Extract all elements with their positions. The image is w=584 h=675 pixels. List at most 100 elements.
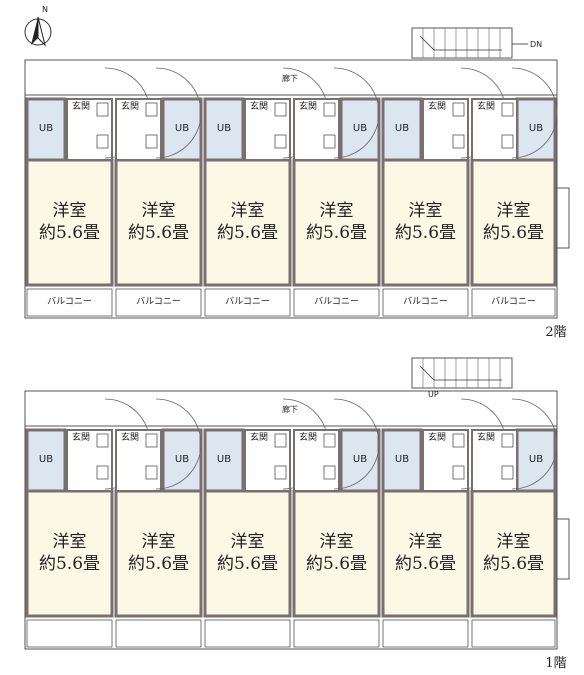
ub-label: UB <box>395 454 409 465</box>
stove-icon <box>96 465 109 480</box>
bay-window <box>556 187 570 249</box>
unit-bath <box>203 97 245 162</box>
balcony-label: バルコニー <box>225 296 270 307</box>
room-name-label: 洋室 <box>53 201 87 221</box>
genkan-label: 玄関 <box>477 431 495 443</box>
bay-window <box>556 518 570 580</box>
balcony-label: バルコニー <box>136 296 181 307</box>
balcony-area <box>115 288 202 317</box>
room-name-label: 洋室 <box>142 201 176 221</box>
unit-bath <box>25 97 67 162</box>
genkan-label: 玄関 <box>72 100 90 112</box>
balcony-label: バルコニー <box>47 296 92 307</box>
ub-label: UB <box>395 123 409 134</box>
balcony-area <box>471 288 556 317</box>
sink-icon <box>452 102 465 117</box>
room-size-label: 約5.6畳 <box>483 554 544 574</box>
balcony-area <box>26 619 113 648</box>
room-name-label: 洋室 <box>320 532 354 552</box>
genkan-label: 玄関 <box>299 100 317 112</box>
room-area <box>381 489 470 618</box>
balcony-area <box>204 288 291 317</box>
floor-1: 廊下DNUB玄関洋室約5.6畳バルコニーUB玄関洋室約5.6畳バルコニーUB玄関… <box>24 27 570 340</box>
sink-icon <box>452 433 465 448</box>
stove-icon <box>274 134 287 149</box>
sink-icon <box>274 102 287 117</box>
stair-label: UP <box>428 390 439 399</box>
ub-label: UB <box>529 454 543 465</box>
room-area <box>203 158 292 287</box>
ub-label: UB <box>529 123 543 134</box>
stair-outline <box>411 27 513 59</box>
genkan-label: 玄関 <box>428 431 446 443</box>
door-swing-icon <box>155 398 202 490</box>
stove-icon <box>501 134 514 149</box>
ub-label: UB <box>217 454 231 465</box>
balcony-area <box>382 288 469 317</box>
door-swing-icon <box>511 398 558 490</box>
ub-label: UB <box>39 123 53 134</box>
room-name-label: 洋室 <box>409 201 443 221</box>
genkan-label: 玄関 <box>250 431 268 443</box>
stair-arrow-icon <box>419 365 502 381</box>
floor-label: 1階 <box>545 656 566 671</box>
floor-2: 廊下UPUB玄関洋室約5.6畳UB玄関洋室約5.6畳UB玄関洋室約5.6畳UB玄… <box>24 357 570 671</box>
sink-icon <box>274 433 287 448</box>
stair-arrow-icon <box>419 35 502 51</box>
north-label: N <box>42 5 48 14</box>
room-area <box>25 489 114 618</box>
room-name-label: 洋室 <box>497 532 531 552</box>
room-size-label: 約5.6畳 <box>39 223 100 243</box>
room-size-label: 約5.6畳 <box>128 223 189 243</box>
room-area <box>292 158 381 287</box>
room-area <box>292 489 381 618</box>
stove-icon <box>323 134 336 149</box>
sink-icon <box>96 102 109 117</box>
stove-icon <box>96 134 109 149</box>
genkan-label: 玄関 <box>72 431 90 443</box>
ub-label: UB <box>353 454 367 465</box>
sink-icon <box>145 433 158 448</box>
room-name-label: 洋室 <box>231 201 265 221</box>
stove-icon <box>323 465 336 480</box>
door-swing-icon <box>155 67 202 159</box>
ub-label: UB <box>217 123 231 134</box>
unit-bath <box>381 428 423 493</box>
stair-outline <box>411 357 513 389</box>
ub-label: UB <box>353 123 367 134</box>
door-swing-icon <box>333 398 380 490</box>
door-swing-icon <box>511 67 558 159</box>
genkan-label: 玄関 <box>477 100 495 112</box>
corridor-label: 廊下 <box>282 73 298 83</box>
genkan-label: 玄関 <box>428 100 446 112</box>
room-area <box>114 489 203 618</box>
room-name-label: 洋室 <box>409 532 443 552</box>
unit-bath <box>25 428 67 493</box>
unit-bath <box>381 97 423 162</box>
unit-bath <box>515 428 557 493</box>
room-size-label: 約5.6畳 <box>217 554 278 574</box>
sink-icon <box>501 433 514 448</box>
floor-label: 2階 <box>545 325 566 340</box>
sink-icon <box>145 102 158 117</box>
staircase: UP <box>411 357 513 399</box>
room-area <box>203 489 292 618</box>
genkan-label: 玄関 <box>299 431 317 443</box>
staircase: DN <box>411 27 542 59</box>
stove-icon <box>452 465 465 480</box>
room-size-label: 約5.6畳 <box>306 554 367 574</box>
balcony-label: バルコニー <box>491 296 536 307</box>
sink-icon <box>96 433 109 448</box>
